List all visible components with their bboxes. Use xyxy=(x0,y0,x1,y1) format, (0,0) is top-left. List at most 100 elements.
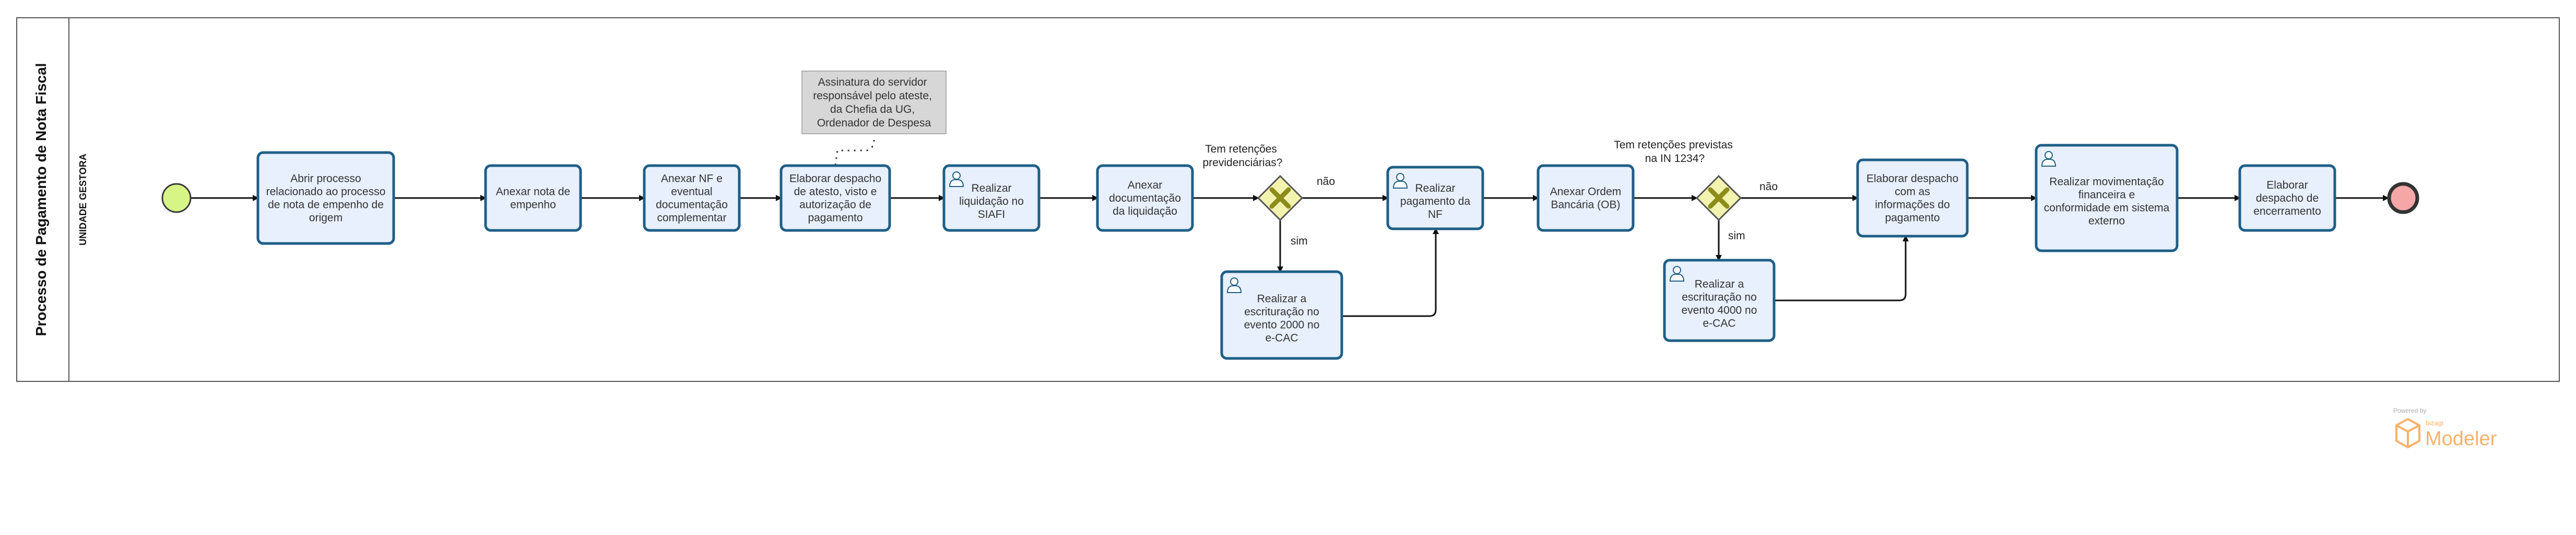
task-label-line: pagamento da xyxy=(1400,195,1471,207)
task-label-line: evento 4000 no xyxy=(1682,305,1757,317)
task-label-line: escrituração no xyxy=(1244,306,1319,318)
task-label-line: origem xyxy=(309,212,342,224)
task-box[interactable] xyxy=(1537,164,1635,232)
user-task-icon xyxy=(1226,277,1242,293)
annotation-text: Assinatura do servidor responsável pelo … xyxy=(813,76,935,129)
task-label-line: liquidação no xyxy=(959,195,1024,207)
task-label-line: Elaborar despacho xyxy=(789,173,881,185)
task-label-line: pagamento xyxy=(808,212,862,224)
task-box[interactable] xyxy=(779,164,891,232)
task-label-line: encerramento xyxy=(2253,205,2321,217)
task-label-line: conformidade em sistema xyxy=(2044,202,2170,214)
task-label-line: externo xyxy=(2088,215,2125,227)
task-label-line: Abrir processo xyxy=(290,173,361,185)
task-label-line: Anexar Ordem xyxy=(1550,186,1622,198)
task-label-line: pagamento xyxy=(1885,212,1940,224)
task-label-line: Elaborar xyxy=(2266,179,2308,191)
task-label-line: Realizar movimentação xyxy=(2049,176,2164,188)
task-label-line: complementar xyxy=(657,212,726,224)
task-label-line: Anexar xyxy=(1128,179,1163,191)
task-box[interactable] xyxy=(1220,270,1343,360)
gateway-g1-no: não xyxy=(1317,176,1335,188)
task-box[interactable] xyxy=(2035,144,2179,252)
task-label-line: eventual xyxy=(671,186,712,198)
gateway-g1-question: Tem retenções previdenciárias? xyxy=(1203,143,1283,169)
task-label-line: da liquidação xyxy=(1113,205,1177,217)
gateway-g2-question: Tem retenções previstas na IN 1234? xyxy=(1614,139,1735,165)
user-task-icon xyxy=(1392,173,1408,189)
task-box[interactable] xyxy=(1386,166,1484,230)
task-box[interactable] xyxy=(643,164,741,232)
flow-t13-t9 xyxy=(1774,235,1909,301)
task-label-line: Elaborar despacho xyxy=(1866,173,1958,185)
sequence-flows xyxy=(191,136,2389,317)
task-label-line: documentação xyxy=(656,199,728,211)
task-box[interactable] xyxy=(942,164,1041,232)
watermark-product: Modeler xyxy=(2425,428,2497,450)
gateway-g2-yes: sim xyxy=(1728,230,1745,242)
task-label-line: relacionado ao processo xyxy=(266,186,386,198)
task-label-line: de atesto, visto e xyxy=(794,186,877,198)
task-box[interactable] xyxy=(1856,158,1969,238)
task-label-line: Realizar a xyxy=(1257,293,1307,305)
task-box[interactable] xyxy=(1663,259,1776,342)
task-box[interactable] xyxy=(2238,164,2336,232)
task-label-line: financeira e xyxy=(2078,189,2135,201)
task-label-line: informações do xyxy=(1875,199,1950,211)
task-label-line: Realizar xyxy=(1415,182,1455,194)
bizagi-logo-icon xyxy=(2395,418,2420,448)
task-label-line: Anexar NF e xyxy=(661,173,723,185)
task-label-line: empenho xyxy=(510,199,556,211)
watermark-powered: Powered by xyxy=(2393,407,2426,414)
task-label-line: e-CAC xyxy=(1703,318,1735,330)
task-box[interactable] xyxy=(484,164,582,232)
flow-t12-t7 xyxy=(1342,228,1439,317)
pool-title: Processo de Pagamento de Nota Fiscal xyxy=(33,63,49,336)
task-label-line: de nota de empenho de xyxy=(268,199,384,211)
task-label-line: e-CAC xyxy=(1265,332,1298,344)
task-label-line: escrituração no xyxy=(1682,292,1757,304)
task-label-line: despacho de xyxy=(2256,192,2319,204)
task-box[interactable] xyxy=(1096,164,1194,232)
gateway-g1: Tem retenções previdenciárias? não sim xyxy=(1203,143,1336,247)
task-label-line: NF xyxy=(1428,208,1443,220)
user-task-icon xyxy=(949,171,964,187)
task-label-line: Realizar a xyxy=(1695,278,1744,290)
task-label-line: evento 2000 no xyxy=(1244,319,1320,331)
task-box[interactable] xyxy=(256,151,395,245)
task-label-line: Realizar xyxy=(971,182,1011,194)
lane-title: UNIDADE GESTORA xyxy=(78,154,88,246)
exclusive-x-icon xyxy=(1269,187,1291,209)
task-label-line: autorização de xyxy=(799,199,871,211)
bizagi-watermark: Powered by bizagi Modeler xyxy=(2393,407,2497,450)
exclusive-x-icon xyxy=(1708,187,1730,209)
start-event xyxy=(161,183,192,213)
gateway-g2: Tem retenções previstas na IN 1234? não … xyxy=(1614,139,1778,242)
